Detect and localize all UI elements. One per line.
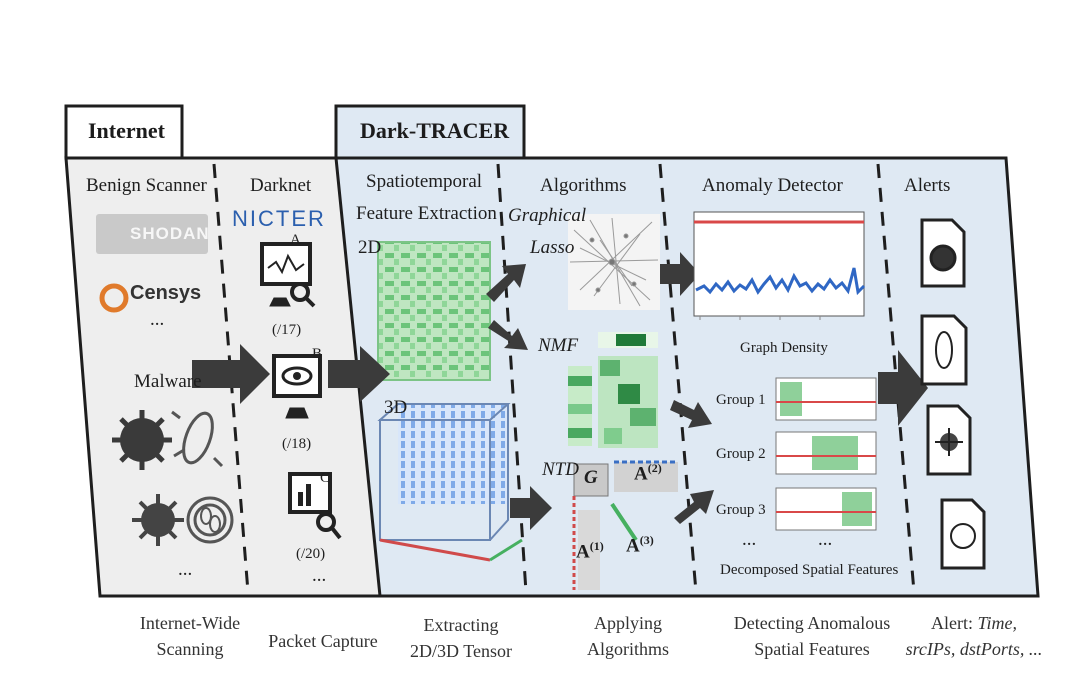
arrow-to-lasso xyxy=(486,264,526,302)
label-3d: 3D xyxy=(384,397,408,418)
sensor-b-tag: B xyxy=(312,346,323,362)
stage-detecting-line2: Spatial Features xyxy=(754,639,870,660)
ntd-decomposition xyxy=(572,460,678,590)
arrow-to-nmf xyxy=(488,320,528,350)
stage-alert-time: Time, xyxy=(977,613,1017,633)
group-2-chart xyxy=(775,431,877,475)
graphical-lasso-label-line2: Lasso xyxy=(530,237,575,258)
sensor-c-prefix: (/20) xyxy=(296,546,326,562)
sensor-b-monitor-icon xyxy=(272,354,322,419)
alert-doc-spiky-virus-icon xyxy=(926,404,972,476)
factor-a3-label: A(3) xyxy=(626,533,654,557)
darknet-ellipsis: ... xyxy=(312,565,327,586)
sensor-c-tag: C xyxy=(320,470,331,486)
tensor-3d-cube xyxy=(377,403,523,562)
alert-documents xyxy=(920,218,986,570)
malware-icons xyxy=(112,410,234,546)
alert-doc-cell-icon xyxy=(940,498,986,570)
sensor-a-tag: A xyxy=(290,232,301,248)
stage-alert-line1: Alert: Time, xyxy=(884,610,1064,636)
arrow-ntd-to-groups xyxy=(674,490,714,524)
graphical-lasso-label-line1: Graphical xyxy=(508,205,587,226)
nicter-logo-text: NICTER xyxy=(232,206,326,231)
sensor-c-monitor-icon xyxy=(288,472,342,540)
anomaly-detector-title: Anomaly Detector xyxy=(702,175,843,196)
shodan-logo-text: SHODAN xyxy=(130,224,210,243)
bacteria-icon xyxy=(171,410,224,468)
stage-applying-line2: Algorithms xyxy=(586,639,669,660)
censys-logo-text: Censys xyxy=(130,282,202,304)
density-series xyxy=(695,267,866,296)
stage-applying-caption: Applying Algorithms xyxy=(568,610,688,662)
sensor-a-prefix: (/17) xyxy=(272,322,302,338)
stage-alert-caption: Alert: Time, srcIPs, dstPorts, ... xyxy=(884,610,1064,662)
arrow-nmf-to-groups xyxy=(670,400,712,428)
tensor-2d-heatmap xyxy=(377,241,491,381)
darknet-title: Darknet xyxy=(250,175,312,196)
stage-scanning-line2: Scanning xyxy=(156,639,224,660)
extraction-title-line2: Feature Extraction xyxy=(356,203,497,224)
stage-capture-caption: Packet Capture xyxy=(268,631,378,651)
graph-density-label: Graph Density xyxy=(740,340,828,356)
stage-detecting-line1: Detecting Anomalous xyxy=(733,613,891,633)
group-ellipsis-left: ... xyxy=(742,529,757,550)
group-charts xyxy=(775,377,877,531)
group-2-label: Group 2 xyxy=(716,446,766,462)
malware-ellipsis: ... xyxy=(178,559,193,580)
extraction-title-line1: Spatiotemporal xyxy=(366,171,483,192)
malware-title: Malware xyxy=(134,371,202,392)
label-2d: 2D xyxy=(358,237,382,258)
factor-a1-label: A(1) xyxy=(576,539,604,563)
decomposed-features-label: Decomposed Spatial Features xyxy=(720,562,899,578)
stage-extracting-line1: Extracting xyxy=(423,615,499,635)
benign-scanner-title: Benign Scanner xyxy=(86,175,207,196)
shodan-logo: SHODAN xyxy=(96,214,210,254)
sensor-a-monitor-icon xyxy=(260,242,316,308)
scanner-ellipsis: ... xyxy=(150,309,165,330)
group-ellipsis-right: ... xyxy=(818,529,833,550)
alert-doc-bacteria-icon xyxy=(920,314,968,386)
internet-tab-label: Internet xyxy=(88,118,165,143)
stage-scanning-caption: Internet-Wide Scanning xyxy=(120,610,260,662)
graph-density-chart xyxy=(693,211,866,320)
dark-tracer-tab-label: Dark-TRACER xyxy=(360,118,510,143)
virus-icon xyxy=(112,410,172,470)
group-1-label: Group 1 xyxy=(716,392,766,408)
stage-alert-prefix: Alert: xyxy=(930,613,978,633)
spiky-virus-icon xyxy=(132,494,184,546)
arrow-darknet-to-extraction xyxy=(328,346,390,402)
algorithms-title: Algorithms xyxy=(540,175,627,196)
cell-icon xyxy=(186,496,234,544)
alert-doc-virus-icon xyxy=(920,218,966,288)
group-3-chart xyxy=(775,487,877,531)
graphical-lasso-network xyxy=(568,214,660,310)
nmf-label: NMF xyxy=(538,335,579,356)
alerts-title: Alerts xyxy=(904,175,951,196)
group-3-label: Group 3 xyxy=(716,502,766,518)
nmf-matrices xyxy=(568,332,658,448)
ntd-label: NTD xyxy=(542,459,579,480)
censys-logo-icon xyxy=(99,283,129,313)
arrow-to-alerts xyxy=(878,350,928,426)
stage-extracting-line2: 2D/3D Tensor xyxy=(410,641,512,662)
arrow-internet-to-darknet xyxy=(192,344,270,404)
arrow-to-ntd xyxy=(510,486,552,530)
stage-applying-line1: Applying xyxy=(593,613,662,633)
factor-a2-label: A(2) xyxy=(634,461,662,485)
arrow-lasso-to-density xyxy=(656,252,700,296)
ntd-core-label: G xyxy=(584,467,598,488)
group-1-chart xyxy=(775,377,877,421)
flow-arrows xyxy=(192,252,928,530)
stage-extracting-caption: Extracting 2D/3D Tensor xyxy=(396,612,526,664)
stage-detecting-caption: Detecting Anomalous Spatial Features xyxy=(722,610,902,662)
sensor-b-prefix: (/18) xyxy=(282,436,312,452)
stage-scanning-line1: Internet-Wide xyxy=(139,613,241,633)
darknet-sensors xyxy=(260,242,342,540)
stage-alert-line2: srcIPs, dstPorts, ... xyxy=(905,639,1043,660)
